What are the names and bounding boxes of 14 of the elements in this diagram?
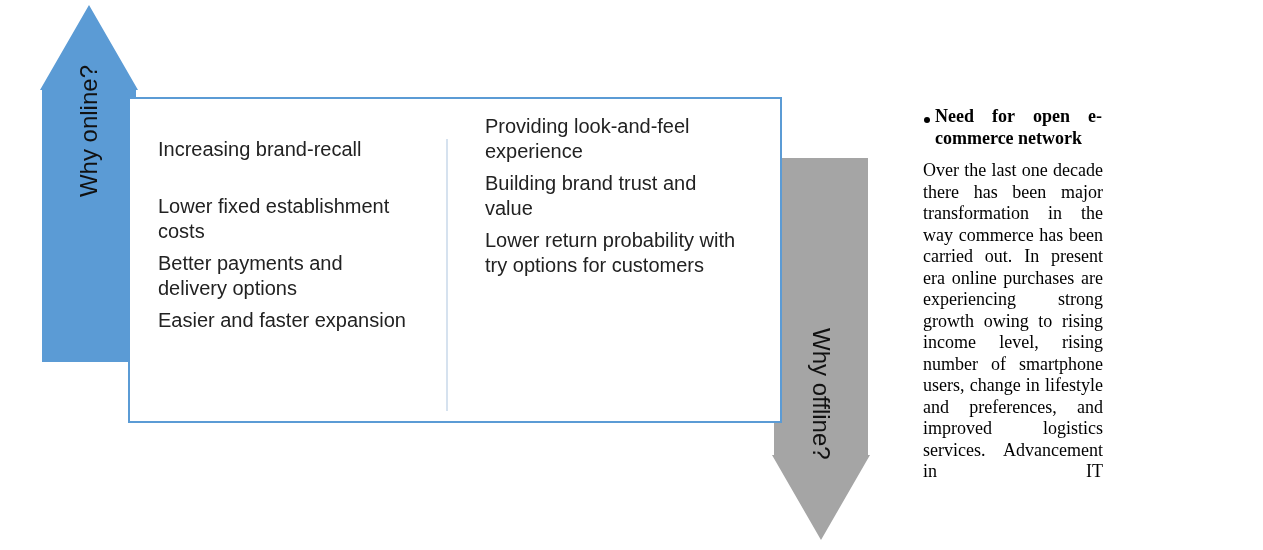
- down-arrow: [772, 158, 870, 540]
- list-item: Easier and faster expansion: [158, 308, 407, 333]
- body-paragraph: Over the last one decade there has been major transformation in the way commerce has been carried out. In present era online purchases are experiencing strong growth owing to rising income level, rising number of smartphone users, change in lifestyle and preferences, and improved logistics services. Advancement in IT: [923, 160, 1103, 483]
- list-item: Better payments and delivery options: [158, 251, 344, 301]
- arrow-label: Why offline?: [807, 328, 835, 460]
- list-item: Lower fixed establishment costs: [158, 194, 391, 244]
- arrow-label: Why online?: [75, 65, 103, 198]
- bullet-heading: Need for open e-commerce network: [935, 106, 1102, 149]
- list-item: Increasing brand-recall: [158, 137, 363, 162]
- list-item: Building brand trust and value: [485, 171, 698, 221]
- list-panel: [128, 97, 782, 423]
- up-arrow: [40, 5, 138, 362]
- list-item: Providing look-and-feel experience: [485, 114, 691, 164]
- list-item: Lower return probability with try options for customers: [485, 228, 737, 278]
